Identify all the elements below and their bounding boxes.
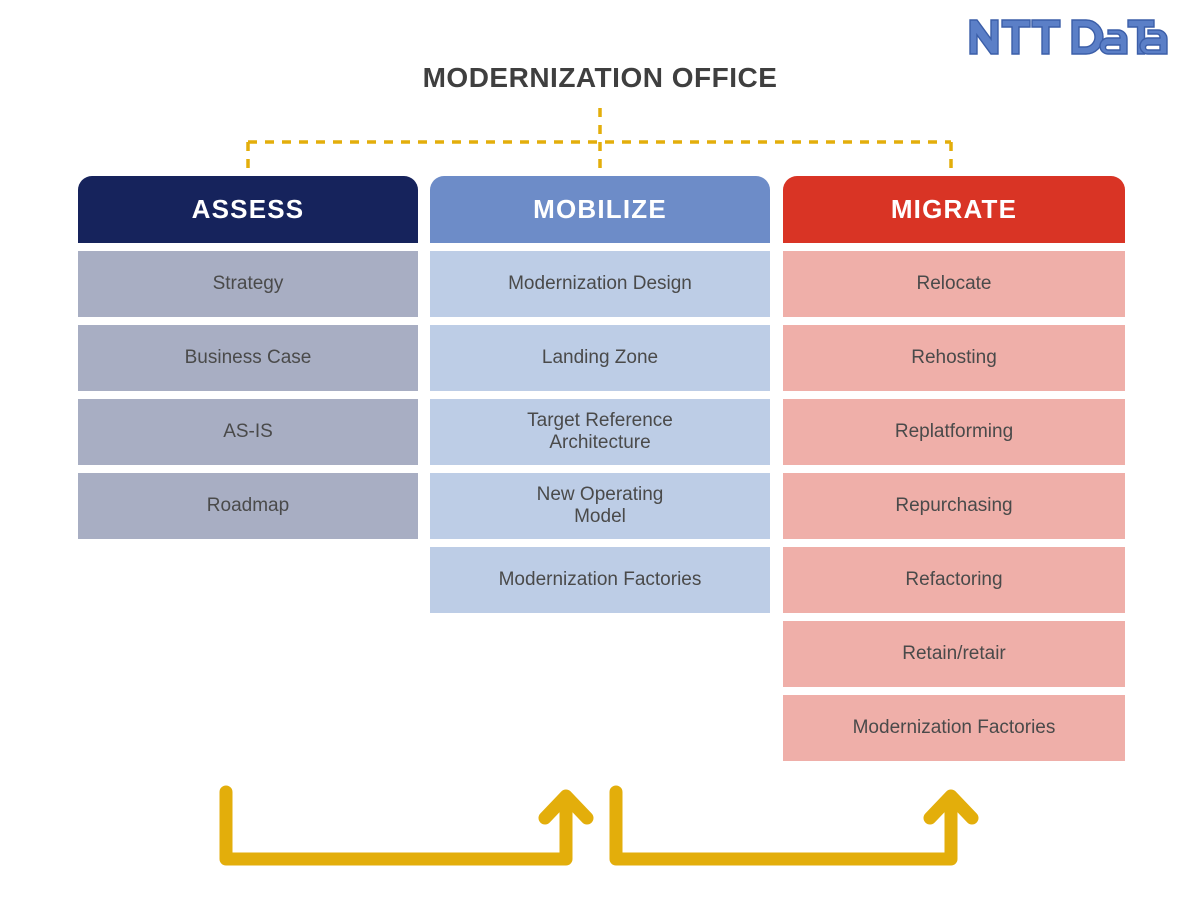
list-item[interactable]: AS-IS [78,399,418,465]
list-item[interactable]: Replatforming [783,399,1125,465]
flow-arrow-left-path [219,785,573,866]
list-item[interactable]: Landing Zone [430,325,770,391]
list-item[interactable]: Business Case [78,325,418,391]
page-title: MODERNIZATION OFFICE [422,62,778,93]
column-mobilize: MOBILIZE Modernization Design Landing Zo… [430,176,770,621]
list-item[interactable]: Retain/retair [783,621,1125,687]
flow-arrow-right-head [923,789,979,825]
list-item[interactable]: Target Reference Architecture [430,399,770,465]
flow-arrows [219,785,979,866]
list-item[interactable]: Modernization Factories [783,695,1125,761]
list-item[interactable]: Strategy [78,251,418,317]
cell-list-assess: Strategy Business Case AS-IS Roadmap [78,251,418,539]
flow-arrow-left-head [538,789,594,825]
column-header-assess[interactable]: ASSESS [78,176,418,243]
dashed-connector [246,108,953,178]
cell-list-migrate: Relocate Rehosting Replatforming Repurch… [783,251,1125,761]
list-item[interactable]: Modernization Design [430,251,770,317]
column-header-mobilize[interactable]: MOBILIZE [430,176,770,243]
column-header-migrate[interactable]: MIGRATE [783,176,1125,243]
list-item[interactable]: Repurchasing [783,473,1125,539]
list-item[interactable]: Rehosting [783,325,1125,391]
ntt-data-logo [968,16,1168,58]
column-migrate: MIGRATE Relocate Rehosting Replatforming… [783,176,1125,769]
cell-list-mobilize: Modernization Design Landing Zone Target… [430,251,770,613]
column-assess: ASSESS Strategy Business Case AS-IS Road… [78,176,418,547]
list-item[interactable]: Roadmap [78,473,418,539]
list-item[interactable]: Refactoring [783,547,1125,613]
list-item[interactable]: Modernization Factories [430,547,770,613]
list-item[interactable]: New Operating Model [430,473,770,539]
flow-arrow-right-path [609,785,958,866]
list-item[interactable]: Relocate [783,251,1125,317]
